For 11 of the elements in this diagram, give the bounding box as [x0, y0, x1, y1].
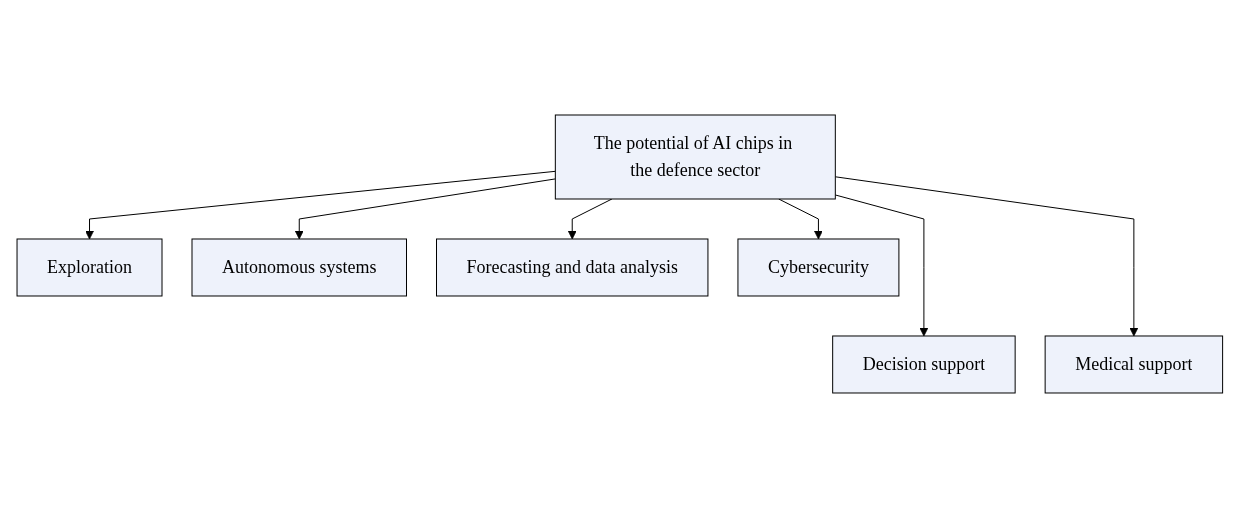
node-box: Cybersecurity [737, 238, 900, 297]
node-box: Exploration [16, 238, 163, 297]
arrow [294, 178, 556, 240]
node-box: Forecasting and data analysis [435, 238, 709, 297]
node-box: Medical support [1044, 335, 1223, 394]
arrow [834, 176, 1138, 337]
node-box: The potential of AI chips in the defence sector [554, 114, 836, 200]
node-box: Decision support [831, 335, 1016, 394]
arrow [84, 170, 556, 240]
arrow [834, 194, 928, 337]
node-box: Autonomous systems [191, 238, 407, 297]
